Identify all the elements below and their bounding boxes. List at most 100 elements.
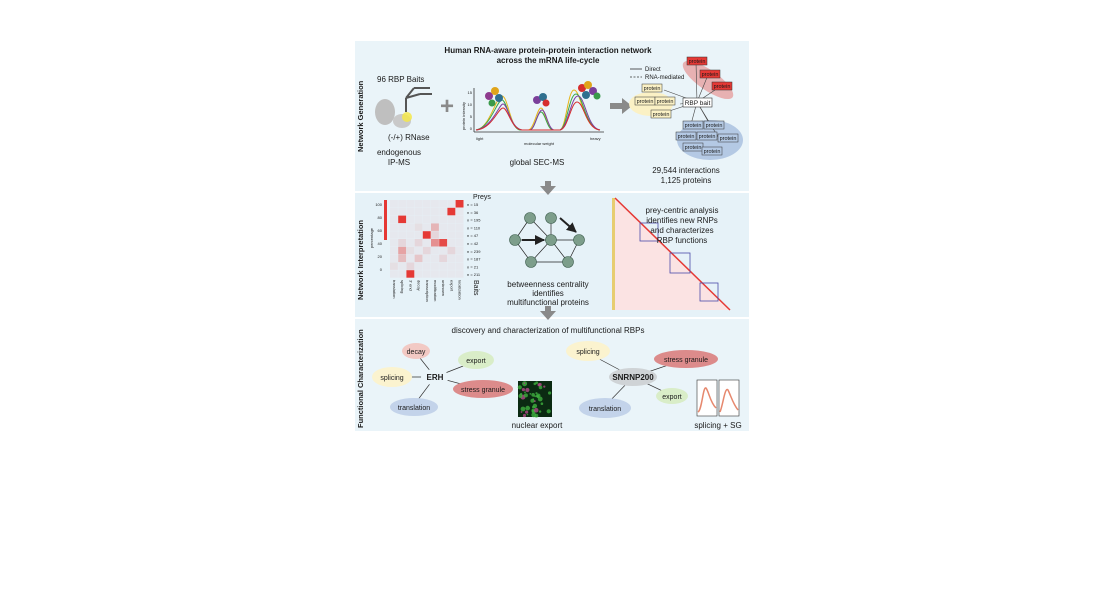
centrality-edge-bold-1 — [559, 217, 577, 233]
erh-node-translation — [390, 398, 438, 416]
heatmap-cell — [431, 262, 439, 270]
side-label-generation: Network Generation — [356, 80, 365, 152]
sec-y-tick: 5 — [470, 114, 473, 119]
erh-splicing-label: splicing — [380, 375, 403, 382]
prey-text-2: identifies new RNPs — [646, 216, 718, 225]
heatmap-cell — [398, 215, 407, 224]
heatmap-n-value: n = 42 — [467, 241, 479, 246]
microscopy-dot — [548, 391, 552, 395]
sec-trace-purple — [475, 95, 601, 131]
heatmap-cell — [431, 239, 439, 247]
protein-node: protein — [650, 109, 672, 119]
heatmap-cell — [422, 223, 431, 231]
heatmap-cell — [447, 207, 456, 216]
heatmap-cell — [390, 215, 398, 224]
microscopy-dot — [517, 385, 522, 390]
microscopy-dot — [535, 392, 538, 395]
protein-node: protein — [699, 69, 721, 79]
snrnp-edges — [587, 352, 687, 407]
heatmap-cell — [455, 231, 464, 239]
heatmap-category: translation — [392, 280, 397, 298]
prey-text-3: and characterizes — [650, 226, 713, 235]
sg-trace-right — [719, 388, 739, 413]
characterization-heading: discovery and characterization of multif… — [452, 326, 645, 335]
sg-plot-left — [696, 379, 718, 417]
protein-node: protein — [717, 133, 739, 143]
rna-glow-icon — [402, 112, 412, 122]
heatmap-n-value: n = 187 — [467, 257, 481, 262]
matrix-box-3 — [699, 282, 719, 302]
heatmap-category: transcription — [425, 280, 430, 302]
heatmap-cell — [414, 200, 423, 208]
heatmap-cell — [398, 223, 407, 231]
microscopy-dot — [529, 393, 532, 395]
heatmap-y-tick: 40 — [378, 241, 383, 246]
heatmap-y-tick: 80 — [378, 215, 383, 220]
heatmap-cell — [455, 246, 464, 255]
heatmap-cell — [390, 246, 398, 255]
heatmap-cell — [439, 223, 448, 231]
heatmap-cell — [414, 246, 423, 255]
heatmap-cell — [431, 231, 439, 239]
snrnp-export-label: export — [662, 394, 682, 401]
protein-label: protein — [699, 134, 716, 140]
heatmap-percentage-label: percentage — [369, 227, 374, 248]
heatmap-y-tick: 20 — [378, 254, 383, 259]
heatmap-cell — [390, 200, 398, 208]
microscopy-dot — [533, 407, 539, 413]
legend-rna-mediated: RNA-mediated — [645, 75, 684, 81]
erh-node-decay — [402, 343, 430, 359]
protein-label: protein — [637, 99, 654, 105]
protein-node: protein — [675, 131, 697, 141]
protein-node: protein — [641, 83, 663, 93]
heatmap-cell — [439, 262, 448, 270]
protein-label: protein — [678, 134, 695, 140]
heatmap-cell — [406, 231, 415, 239]
erh-center-node — [421, 369, 449, 385]
centrality-node — [509, 234, 521, 246]
endogenous-label: endogenous — [377, 148, 421, 157]
heatmap-cell — [414, 239, 423, 247]
heatmap-cell — [414, 254, 423, 263]
microscopy-dot — [534, 395, 537, 398]
heatmap-cell — [406, 270, 415, 278]
heatmap-cell — [406, 246, 415, 255]
erh-translation-label: translation — [398, 405, 430, 412]
microscopy-dot — [521, 388, 526, 392]
heatmap-n-value: n = 21 — [467, 264, 479, 269]
erh-node-splicing — [372, 367, 412, 387]
heatmap-cell — [398, 239, 407, 247]
heatmap-cell — [422, 246, 431, 255]
erh-stress-label: stress granule — [461, 387, 505, 394]
snrnp-node-splicing — [566, 341, 610, 361]
snrnp-node-stress — [654, 350, 718, 368]
erh-network: decay export splicing stress granule tra… — [372, 343, 513, 416]
heatmap-cell — [455, 270, 464, 278]
sg-trace-left — [697, 387, 717, 413]
heatmap-cell — [447, 200, 456, 208]
heatmap-cell — [447, 239, 456, 247]
centrality-network: betweenness centrality identifies multif… — [507, 212, 589, 307]
prey-text-1: prey-centric analysis — [646, 206, 719, 215]
snrnp-stress-label: stress granule — [664, 357, 708, 364]
ppi-network-illustration: Direct RNA-mediated proteinproteinprotei… — [629, 56, 743, 185]
microscopy-dot — [538, 410, 542, 413]
proteins-count: 1,125 proteins — [661, 176, 712, 185]
microscopy-dot — [524, 391, 526, 394]
protein-node: protein — [703, 120, 725, 130]
protein-node: protein — [682, 142, 704, 152]
rnase-label: (-/+) RNase — [388, 133, 430, 142]
protein-label: protein — [720, 136, 737, 142]
protein-node: protein — [682, 120, 704, 130]
heatmap-cell — [414, 223, 423, 231]
heatmap-category: splicing — [400, 280, 405, 293]
microscopy-dot — [537, 383, 541, 387]
sec-x-axis-label: molecular weight — [524, 141, 555, 146]
protein-node: protein — [654, 96, 676, 106]
microscopy-dot — [520, 406, 526, 412]
side-label-characterization: Functional Characterization — [356, 329, 365, 428]
heatmap-y-tick: 60 — [378, 228, 383, 233]
